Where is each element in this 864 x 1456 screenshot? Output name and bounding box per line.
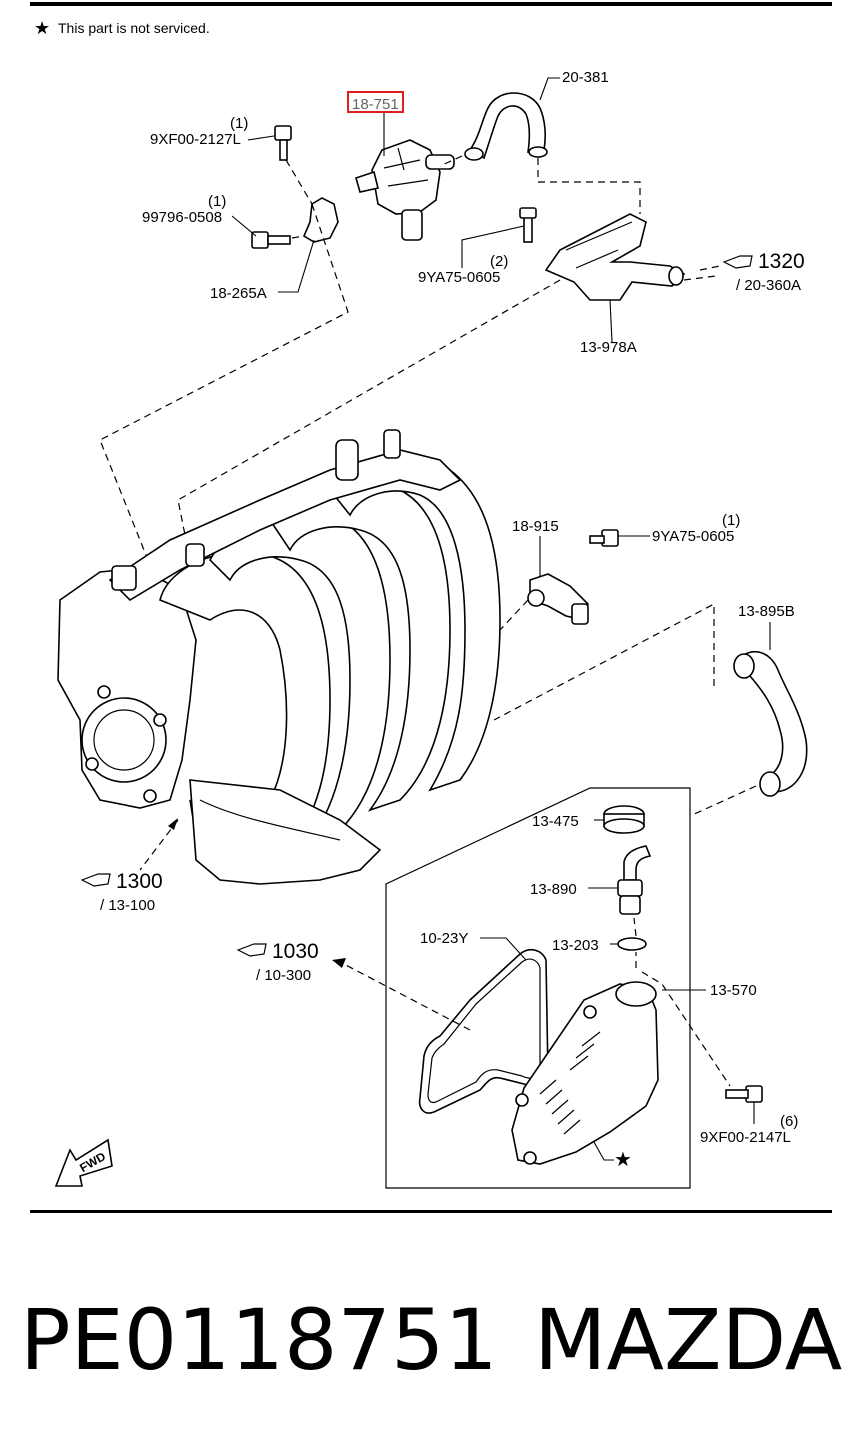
bolt-9xf00-2127l bbox=[274, 125, 292, 161]
footer: PE0118751 MAZDA bbox=[0, 1290, 864, 1410]
callout-18-915: 18-915 bbox=[512, 518, 559, 535]
svg-text:/ 13-100: / 13-100 bbox=[100, 897, 155, 914]
purge-solenoid-18-751 bbox=[355, 139, 455, 241]
svg-text:1030: 1030 bbox=[272, 940, 319, 963]
callout-9xf00-2127l-qty: (1) bbox=[230, 115, 248, 132]
part-number: PE0118751 bbox=[20, 1291, 498, 1389]
callout-13-203: 13-203 bbox=[552, 937, 599, 954]
callout-20-381: 20-381 bbox=[562, 69, 609, 86]
svg-text:/ 10-300: / 10-300 bbox=[256, 967, 311, 984]
bottom-rule bbox=[30, 1210, 832, 1213]
callout-9xf00-2127l: 9XF00-2127L bbox=[150, 131, 241, 148]
note-text: This part is not serviced. bbox=[58, 20, 210, 36]
callout-13-895b: 13-895B bbox=[738, 603, 795, 620]
ref-1300: 1300 / 13-100 bbox=[80, 870, 163, 914]
ref-1320: 1320 / 20-360A bbox=[722, 250, 805, 294]
pipe-13-978a bbox=[519, 207, 686, 301]
bracket-18-265a bbox=[302, 197, 339, 243]
note-star: ★ bbox=[34, 18, 50, 38]
callout-9ya75-0605-qty2: (2) bbox=[490, 253, 508, 270]
sensor-18-915 bbox=[527, 573, 589, 625]
ref-1030: 1030 / 10-300 bbox=[236, 940, 319, 984]
arrow-1300 bbox=[168, 818, 178, 830]
cap-13-475 bbox=[603, 805, 645, 834]
svg-text:1300: 1300 bbox=[116, 870, 163, 893]
intake-manifold bbox=[57, 429, 501, 885]
svg-text:1320: 1320 bbox=[758, 250, 805, 273]
callout-99796-0508-qty: (1) bbox=[208, 193, 226, 210]
callout-18-265a: 18-265A bbox=[210, 285, 267, 302]
arrow-1030 bbox=[332, 958, 346, 968]
separator-box-outline bbox=[385, 787, 691, 1189]
pointing-hand-icon bbox=[80, 873, 111, 887]
bolt-99796-0508 bbox=[251, 231, 291, 249]
callout-13-570: 13-570 bbox=[710, 982, 757, 999]
pointing-hand-icon bbox=[722, 255, 753, 269]
bolt-9ya75-0605-a bbox=[589, 529, 619, 547]
oil-separator-13-570 bbox=[511, 981, 659, 1165]
callout-13-475: 13-475 bbox=[532, 813, 579, 830]
bolt-9xf00-2147l bbox=[725, 1085, 763, 1103]
svg-text:/ 20-360A: / 20-360A bbox=[736, 277, 801, 294]
pcv-valve-13-890 bbox=[617, 845, 652, 915]
callout-9xf00-2147l-qty: (6) bbox=[780, 1113, 798, 1130]
callout-10-23y: 10-23Y bbox=[420, 930, 468, 947]
callout-18-751-highlight bbox=[347, 91, 404, 113]
brand-name: MAZDA bbox=[534, 1291, 843, 1389]
callout-13-978a: 13-978A bbox=[580, 339, 637, 356]
star-marker: ★ bbox=[614, 1149, 632, 1171]
fwd-arrow: FWD bbox=[54, 1138, 113, 1187]
callout-9ya75-0605-a: 9YA75-0605 bbox=[652, 528, 734, 545]
callout-9ya75-0605-b: 9YA75-0605 bbox=[418, 269, 500, 286]
top-rule bbox=[30, 2, 832, 6]
callout-13-890: 13-890 bbox=[530, 881, 577, 898]
gasket-10-23y bbox=[418, 948, 549, 1114]
callout-99796-0508: 99796-0508 bbox=[142, 209, 222, 226]
callout-9xf00-2147l: 9XF00-2147L bbox=[700, 1129, 791, 1146]
callout-9ya75-0605-qty1: (1) bbox=[722, 512, 740, 529]
o-ring-13-203 bbox=[617, 937, 647, 951]
pointing-hand-icon bbox=[236, 943, 267, 957]
callout-18-751: 18-751 bbox=[352, 96, 399, 113]
hose-13-895b bbox=[736, 650, 808, 793]
